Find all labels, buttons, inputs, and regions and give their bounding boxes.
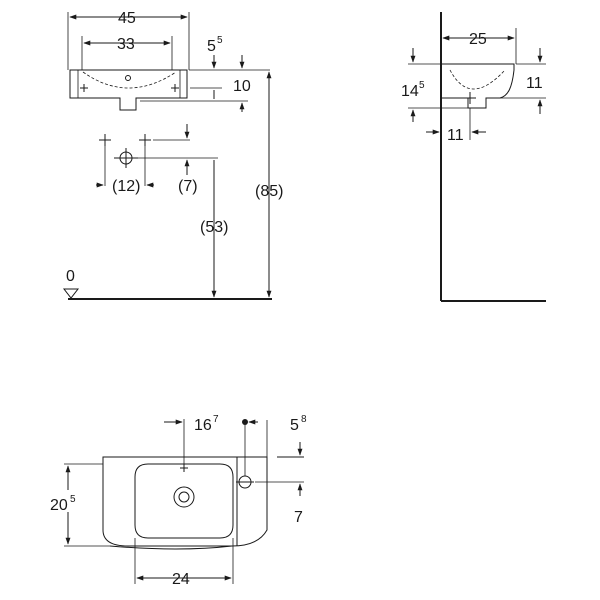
dim-height-14-5-sup: 5: [419, 80, 425, 91]
dim-depth-20-5-sup: 5: [70, 494, 76, 505]
dim-total-height-85: (85): [255, 183, 283, 200]
side-bowl-dashed: [449, 69, 506, 90]
side-basin-outline: [440, 63, 515, 109]
dim-offset-16-7: 16: [194, 417, 212, 434]
floor-level-triangle-icon: [62, 288, 80, 299]
dim-wall-offset-11: 11: [447, 127, 464, 144]
dim-drain-floor-53: (53): [200, 219, 228, 236]
dim-tap-spacing-33: 33: [117, 36, 135, 53]
floor-level-label: 0: [66, 268, 75, 285]
dim-rim-depth-11: 11: [526, 75, 543, 92]
drain-detail: (12) (7): [96, 124, 218, 195]
dim-edge-5-8: 5: [290, 417, 299, 434]
dim-drain-height-7: (7): [178, 178, 198, 195]
front-view: 45 33 5 5 10 (12): [62, 10, 283, 300]
overflow-hole-icon: [125, 75, 131, 81]
tap-hole-right-icon: [171, 84, 179, 92]
dim-offset-16-7-sup: 7: [213, 414, 219, 425]
dim-height-14-5: 14: [401, 83, 419, 100]
dim-drain-spacing-12: (12): [112, 178, 140, 195]
dim-rim-5-5-sup: 5: [217, 35, 223, 46]
side-view: 25 14 5 11 11: [401, 12, 546, 302]
dim-projection-25: 25: [469, 31, 487, 48]
front-basin-outline: [69, 69, 188, 111]
tap-hole-left-icon: [80, 84, 88, 92]
dim-tap-from-front-7: 7: [294, 509, 303, 526]
dim-bowl-width-24: 24: [172, 571, 190, 588]
top-bowl-outline: [134, 463, 234, 539]
dim-rim-5-5: 5: [207, 38, 216, 55]
front-bowl-dashed: [82, 71, 177, 89]
tap-hole-icon: [236, 419, 254, 489]
dim-depth-10: 10: [233, 78, 251, 95]
top-view: 16 7 5 8 20 5 7 24: [48, 414, 307, 588]
drain-icon: [173, 419, 195, 508]
dim-width-45: 45: [118, 10, 136, 27]
dim-edge-5-8-sup: 8: [301, 414, 307, 425]
dim-depth-20-5: 20: [50, 497, 68, 514]
